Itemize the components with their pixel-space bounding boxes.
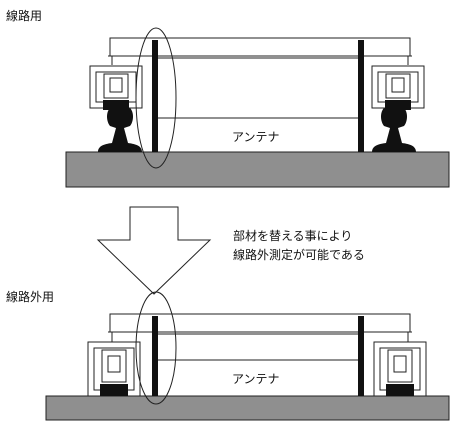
foot-bracket-right-bottom (373, 341, 427, 397)
rail-left-top (98, 108, 142, 152)
on-rail-configuration: 線路用 (6, 8, 450, 188)
post-right-top (358, 40, 364, 152)
post-right-bottom (358, 316, 364, 396)
post-left-bottom (152, 316, 158, 396)
highlight-ellipse-top (135, 27, 177, 169)
note-line-1: 部材を替える事により (233, 228, 352, 243)
off-rail-configuration: 線路外用 アンテナ (6, 289, 450, 421)
rail-right-top (372, 108, 416, 152)
off-rail-label: 線路外用 (6, 289, 54, 304)
on-rail-label: 線路用 (6, 8, 42, 23)
down-arrow (96, 206, 212, 295)
antenna-label-top: アンテナ (232, 130, 280, 144)
post-left-top (152, 40, 158, 152)
antenna-label-bottom: アンテナ (232, 372, 280, 386)
highlight-ellipse-bottom (135, 291, 177, 405)
wheel-bracket-left-top (89, 65, 143, 110)
foot-bracket-left-bottom (87, 341, 141, 397)
ground-slab-bottom (45, 395, 450, 421)
transition: 部材を替える事により 線路外測定が可能である (96, 206, 365, 295)
note-line-2: 線路外測定が可能である (233, 247, 365, 262)
ground-slab-top (65, 151, 450, 188)
wheel-bracket-right-top (371, 65, 425, 110)
